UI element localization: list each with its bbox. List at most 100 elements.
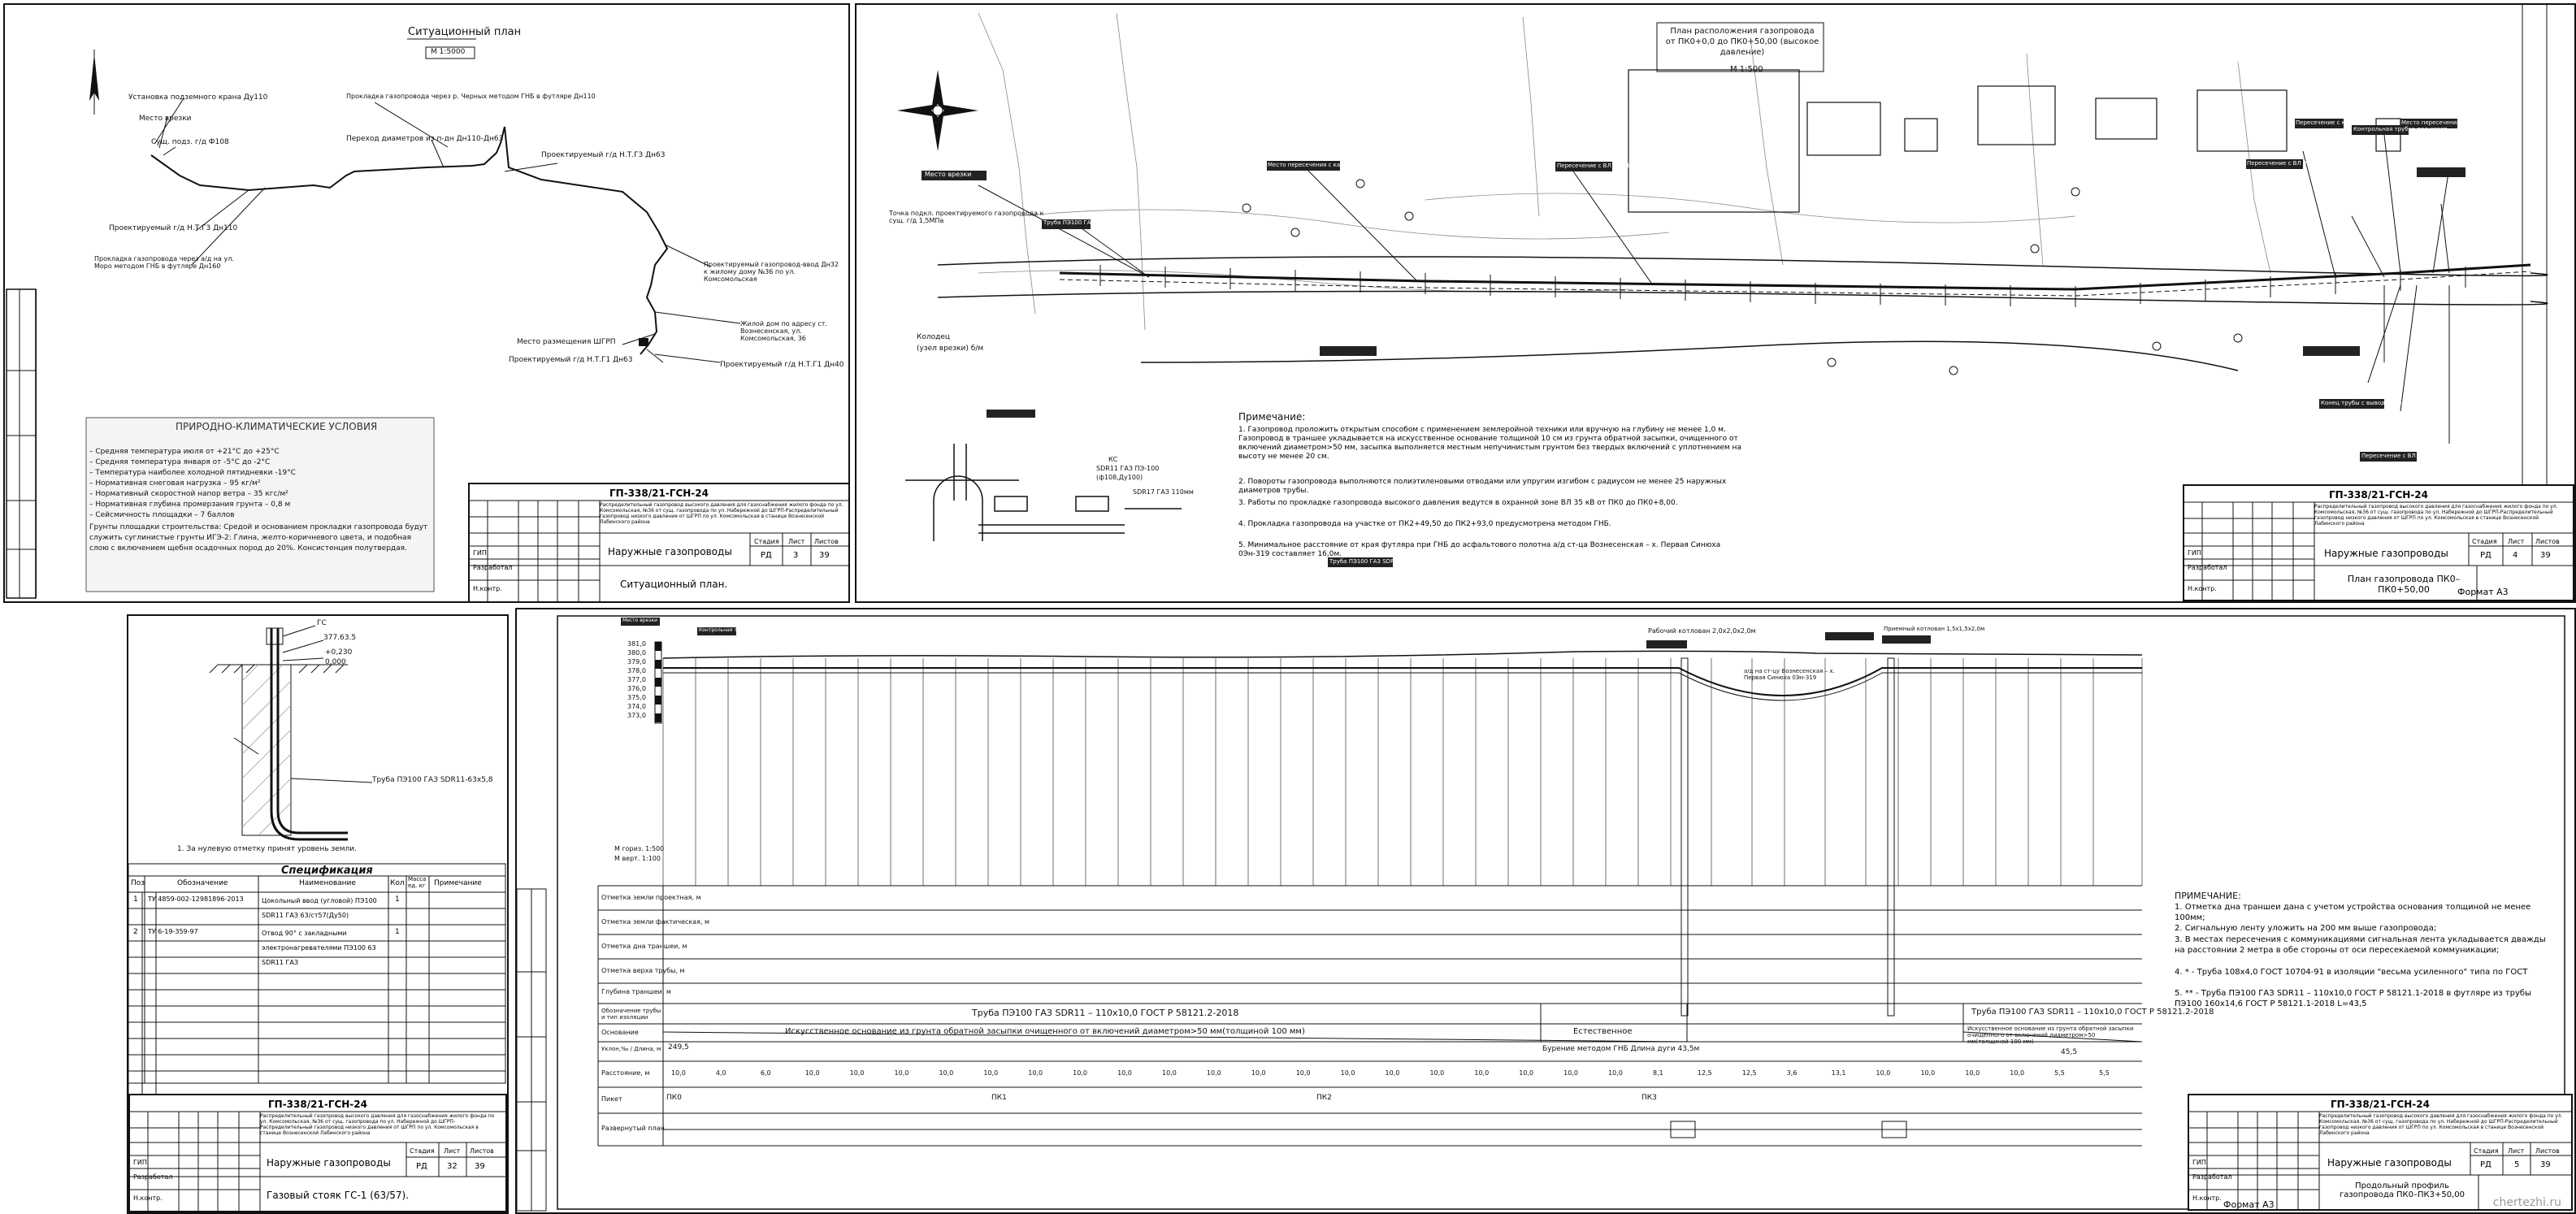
distance-value: 10,0 <box>894 1069 909 1077</box>
climate-line: – Нормативный скоростной напор ветра – 3… <box>89 490 288 498</box>
role-developer: Разработал <box>2192 1173 2232 1181</box>
distance-value: 10,0 <box>1965 1069 1980 1077</box>
scale-horizontal: М гориз. 1:500 <box>614 845 665 852</box>
role-gip: ГИП <box>2192 1159 2206 1166</box>
label-tie-in: Место врезки <box>139 115 192 123</box>
label-river-crossing: Прокладка газопровода через р. Черных ме… <box>346 93 596 100</box>
distance-value: 10,0 <box>1251 1069 1266 1077</box>
picket-pk3: ПК3 <box>1641 1094 1657 1102</box>
node-ks: КС <box>1108 456 1118 463</box>
climate-line: – Сейсмичность площадки – 7 баллов <box>89 511 235 519</box>
label-existing-pipe: Сущ. подз. г/д Ф108 <box>151 138 229 146</box>
elevation-label: 379,0 <box>627 658 646 666</box>
distance-value: 10,0 <box>1340 1069 1355 1077</box>
role-developer: Разработал <box>473 564 513 571</box>
sheet-situational-plan: Ситуационный план М 1:5000 Установка под… <box>3 3 850 603</box>
riser-label-gs: ГС <box>317 619 327 627</box>
row-label: Отметка земли проектная, м <box>601 894 701 901</box>
callout-vl04-left: Пересечение с ВЛ 0,4 кВ <box>1557 163 1632 169</box>
stage-header: Стадия <box>410 1147 435 1155</box>
note-item: 5. ** - Труба ПЭ100 ГАЗ SDR11 – 110х10,0… <box>2175 989 2531 1008</box>
row-label: Расстояние, м <box>601 1069 650 1077</box>
sheet-value: 3 <box>793 551 799 560</box>
distance-value: 10,0 <box>1117 1069 1132 1077</box>
stage-header: Стадия <box>2472 538 2497 545</box>
label-shgrp: Место размещения ШГРП <box>517 338 616 346</box>
climate-line: – Температура наиболее холодной пятиднев… <box>89 469 296 477</box>
slope-right: 45,5 <box>2061 1048 2078 1056</box>
row-label: Отметка дна траншеи, м <box>601 943 687 950</box>
distance-value: 5,5 <box>2099 1069 2110 1077</box>
stage-value: РД <box>761 551 772 560</box>
base-natural: Естественное <box>1573 1027 1633 1036</box>
profile-drawing <box>517 615 2565 1212</box>
row-label: Обозначение трубы и тип изоляции <box>601 1008 661 1021</box>
spec-header-pos: Поз <box>131 879 145 887</box>
climate-line: – Средняя температура июля от +21°С до +… <box>89 448 280 456</box>
pipe-spec-right: Труба ПЭ100 ГАЗ SDR11 – 110х10,0 ГОСТ Р … <box>1971 1008 2214 1017</box>
pipe-profile-line <box>663 667 2142 696</box>
title-block-sheet-name: Продольный профиль газопровода ПК0–ПК3+5… <box>2339 1181 2465 1199</box>
title-block: ГП-338/21-ГСН-24 Распределительный газоп… <box>468 483 848 601</box>
climate-title: ПРИРОДНО-КЛИМАТИЧЕСКИЕ УСЛОВИЯ <box>176 421 378 432</box>
elevation-label: 376,0 <box>627 685 646 692</box>
stage-value: РД <box>416 1162 427 1171</box>
climate-line: – Нормативная глубина промерзания грунта… <box>89 501 291 509</box>
distance-value: 13,1 <box>1831 1069 1846 1077</box>
sheet-pipeline-plan: План расположения газопровода от ПК0+0,0… <box>855 3 2576 603</box>
callout-cable-right: Пересечение с каб. связи <box>2296 119 2373 126</box>
sheets-header: Листов <box>2535 538 2560 545</box>
spec-header-code: Обозначение <box>177 879 228 887</box>
row-label: Пикет <box>601 1095 622 1103</box>
riser-label-pipe: Труба ПЭ100 ГАЗ SDR11-63х5,8 <box>372 776 493 784</box>
well-scale: (узел врезки) б/м <box>917 345 984 353</box>
spec-row-code: ТУ 4859-002-12981896-2013 <box>148 895 244 903</box>
spec-row-code: ТУ 6-19-359-97 <box>148 928 198 935</box>
slope-left: 249,5 <box>668 1043 689 1051</box>
base-left: Искусственное основание из грунта обратн… <box>785 1027 1305 1036</box>
title-block: ГП-338/21-ГСН-24 Распределительный газоп… <box>2188 1094 2573 1211</box>
riser-note: 1. За нулевую отметку принят уровень зем… <box>177 845 357 853</box>
role-gip: ГИП <box>473 549 487 557</box>
role-gip: ГИП <box>2188 549 2201 557</box>
distance-value: 10,0 <box>1162 1069 1177 1077</box>
distance-value: 10,0 <box>1429 1069 1445 1077</box>
callout-connection-point: Точка подкл. проектируемого газопровода … <box>889 210 1044 224</box>
sheet-header: Лист <box>788 538 805 545</box>
plan-title: Ситуационный план <box>408 26 522 38</box>
note-item: 2. Повороты газопровода выполняются поли… <box>1238 478 1727 495</box>
distance-value: 12,5 <box>1697 1069 1712 1077</box>
sheets-value: 39 <box>819 551 830 560</box>
row-label: Уклон,‰ / Длина, м <box>601 1046 661 1052</box>
spec-header-qty: Кол <box>390 879 405 887</box>
distance-value: 12,5 <box>1741 1069 1757 1077</box>
riser-label-elev: +0,230 <box>325 648 353 657</box>
sheets-value: 39 <box>2540 551 2551 560</box>
well-detail <box>905 444 1182 541</box>
stage-header: Стадия <box>754 538 779 545</box>
note-item: 2. Сигнальную ленту уложить на 200 мм вы… <box>2175 924 2437 933</box>
callout-pipe: Труба ПЭ100 ГАЗ SDR11 110х10,0 <box>1043 219 1145 226</box>
picket-pk1: ПК1 <box>991 1094 1007 1102</box>
base-drilling: Бурение методом ГНБ Длина дуги 43,5м <box>1542 1045 1700 1053</box>
note-item: 1. Отметка дна траншеи дана с учетом уст… <box>2175 903 2531 922</box>
elevation-label: 374,0 <box>627 703 646 710</box>
ground-profile-line <box>662 650 2143 659</box>
distance-value: 10,0 <box>1876 1069 1891 1077</box>
base-right: Искусственное основание из грунта обратн… <box>1967 1025 2134 1045</box>
title-block: ГП-338/21-ГСН-24 Распределительный газоп… <box>2183 484 2574 601</box>
callout-water: Место пересечения с водопроводом <box>2401 119 2511 126</box>
top-label-tie-in: Место врезки <box>622 618 657 623</box>
note-item: 3. Работы по прокладке газопровода высок… <box>1238 499 1678 507</box>
note-item: 4. * - Труба 108х4,0 ГОСТ 10704-91 в изо… <box>2175 968 2528 977</box>
climate-soil: Грунты площадки строительства: Средой и … <box>89 523 428 553</box>
gas-pipeline-line <box>1059 263 2531 291</box>
note-item: 1. Газопровод проложить открытым способо… <box>1238 426 1741 461</box>
sheet-header: Лист <box>444 1147 461 1155</box>
sheets-header: Листов <box>814 538 839 545</box>
title-block: ГП-338/21-ГСН-24 Распределительный газоп… <box>128 1094 507 1212</box>
title-block-object: Наружные газопроводы <box>2327 1157 2452 1168</box>
title-block-desc: Распределительный газопровод высокого да… <box>2319 1113 2563 1136</box>
title-block-code: ГП-338/21-ГСН-24 <box>609 488 709 499</box>
sheets-header: Листов <box>2535 1147 2560 1155</box>
